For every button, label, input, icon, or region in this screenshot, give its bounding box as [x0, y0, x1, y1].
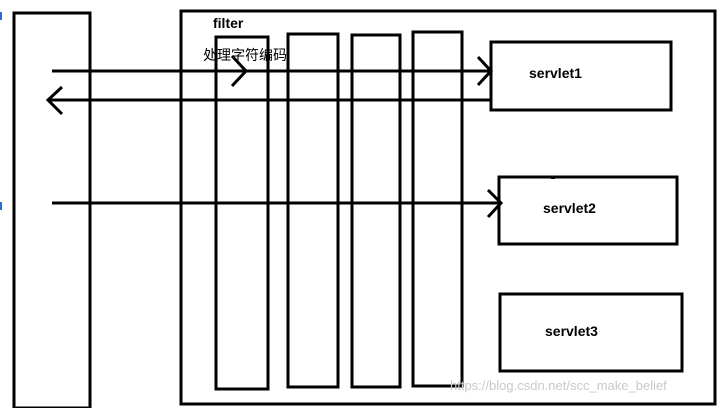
- request-arrow-1-head: [476, 55, 494, 87]
- filter-column-3: [350, 33, 402, 389]
- servlet1-box: [489, 40, 673, 112]
- servlet2-label: servlet2: [543, 200, 596, 216]
- filter-column-1: [214, 35, 270, 391]
- filter-column-4: [411, 30, 464, 388]
- servlet1-label: servlet1: [529, 65, 582, 81]
- edge-marker-left-1: [0, 12, 2, 20]
- filter-description-label: 处理字符编码: [203, 48, 287, 64]
- servlet3-label: servlet3: [545, 323, 598, 339]
- server-container: [179, 9, 717, 406]
- servlet2-box: [497, 175, 679, 246]
- filter-label: filter: [213, 15, 244, 31]
- watermark-text: https://blog.csdn.net/scc_make_belief: [450, 378, 667, 393]
- edge-marker-left-2: [0, 202, 2, 210]
- filter-arrow-head: [230, 54, 249, 88]
- request-arrow-2-head: [486, 188, 504, 219]
- small-mark: [551, 176, 555, 179]
- response-arrow-head: [45, 85, 64, 116]
- client-box: [12, 11, 92, 408]
- filter-column-2: [286, 32, 340, 389]
- servlet3-box: [498, 292, 684, 373]
